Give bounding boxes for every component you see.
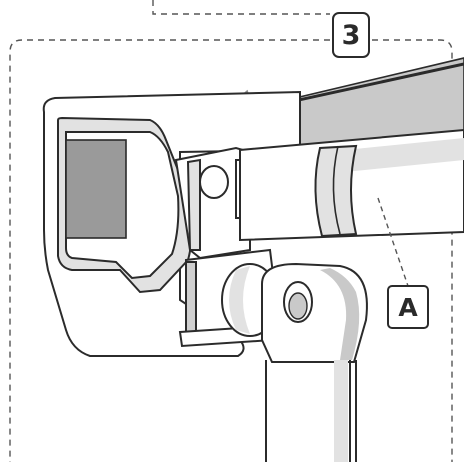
callout-leader-line [377, 197, 409, 287]
roller-tube [239, 128, 464, 242]
callout-label-a: A [398, 292, 418, 322]
step-number-box [332, 12, 370, 58]
arm-pivot [221, 262, 368, 462]
callout-box [387, 285, 429, 329]
end-cap-housing [42, 90, 301, 357]
step-frame [9, 0, 453, 462]
step-number: 3 [341, 19, 361, 51]
